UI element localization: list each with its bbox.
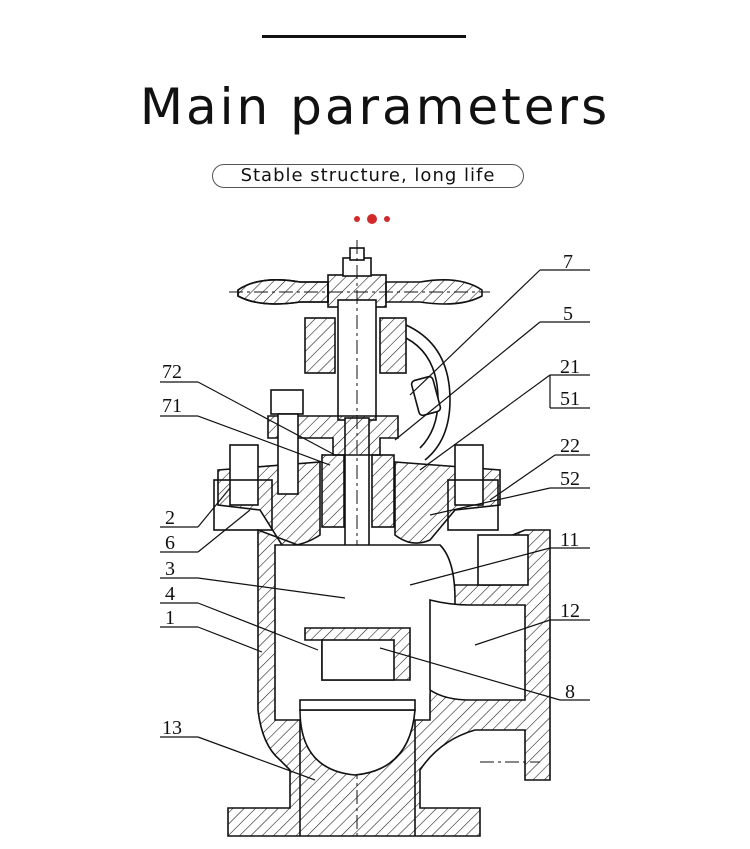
part-label-51: 51	[560, 388, 580, 410]
dot-right	[384, 216, 390, 222]
part-label-5: 5	[563, 303, 573, 325]
part-label-12: 12	[560, 600, 580, 622]
part-label-7: 7	[563, 251, 573, 273]
dot-left	[354, 216, 360, 222]
part-label-3: 3	[165, 558, 175, 580]
part-label-71: 71	[162, 395, 182, 417]
part-label-21: 21	[560, 356, 580, 378]
part-label-22: 22	[560, 435, 580, 457]
part-label-2: 2	[165, 507, 175, 529]
dot-center	[367, 214, 377, 224]
decorative-dots	[350, 212, 400, 226]
part-label-11: 11	[560, 529, 579, 551]
part-label-13: 13	[162, 717, 182, 739]
part-label-6: 6	[165, 532, 175, 554]
handwheel	[229, 247, 490, 308]
part-label-52: 52	[560, 468, 580, 490]
top-rule	[262, 35, 466, 38]
part-label-8: 8	[565, 681, 575, 703]
part-label-72: 72	[162, 361, 182, 383]
valve-drawing	[160, 240, 590, 840]
subtitle-pill: Stable structure, long life	[212, 164, 524, 188]
part-label-1: 1	[165, 607, 175, 629]
part-label-4: 4	[165, 583, 175, 605]
page-title: Main parameters	[139, 78, 611, 136]
